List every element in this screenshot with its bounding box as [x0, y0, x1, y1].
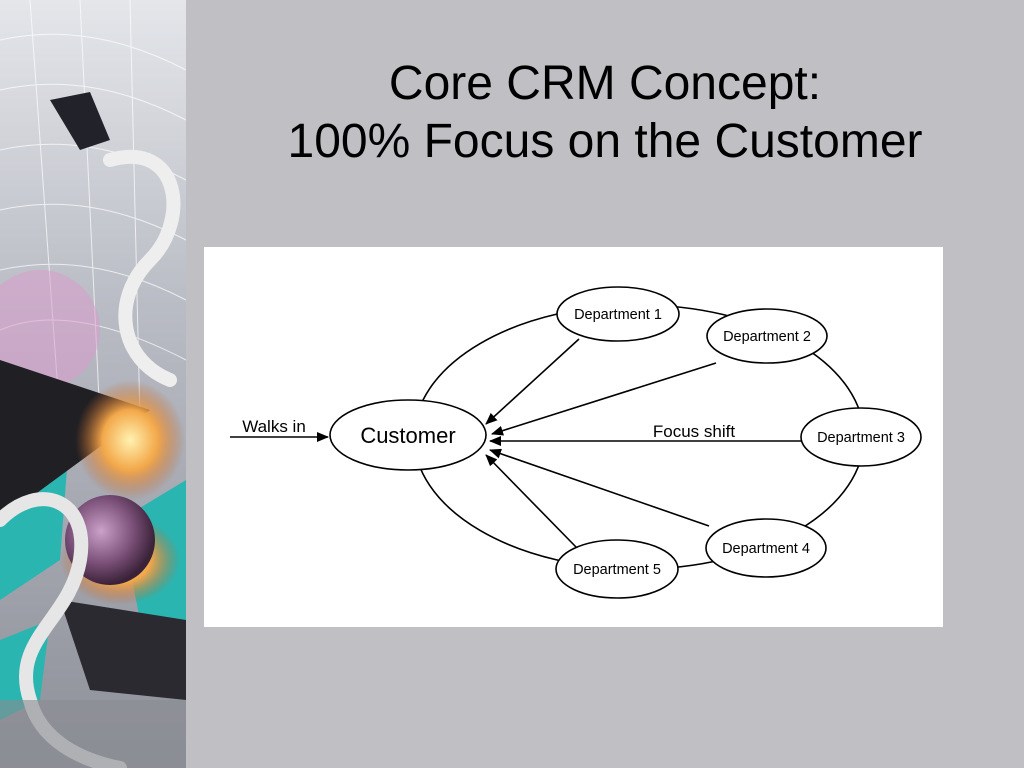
entry-label: Walks in: [242, 417, 306, 436]
department-node-1: Department 1: [556, 286, 680, 342]
customer-node: Customer: [329, 399, 487, 471]
title-line-1: Core CRM Concept:: [388, 57, 822, 110]
department-node-4: Department 4: [705, 518, 827, 578]
crm-focus-diagram: Walks in Focus shift Customer Department…: [204, 247, 943, 627]
department-5-label: Department 5: [573, 562, 661, 578]
department-node-2: Department 2: [706, 308, 828, 364]
focus-shift-label: Focus shift: [653, 422, 735, 441]
department-node-3: Department 3: [800, 407, 922, 467]
title-line-2: 100% Focus on the Customer: [287, 115, 923, 168]
department-4-label: Department 4: [722, 541, 810, 557]
decorative-side-artwork: [0, 0, 186, 768]
department-2-label: Department 2: [723, 329, 811, 345]
customer-label: Customer: [360, 423, 455, 448]
department-3-label: Department 3: [817, 430, 905, 446]
arrow-department-5: [485, 454, 577, 548]
department-1-label: Department 1: [574, 307, 662, 323]
slide-title: Core CRM Concept: 100% Focus on the Cust…: [186, 55, 1024, 171]
arrow-department-4: [489, 448, 710, 527]
department-node-5: Department 5: [555, 539, 679, 599]
arrow-department-1: [485, 338, 580, 425]
arrow-department-2: [491, 362, 717, 436]
